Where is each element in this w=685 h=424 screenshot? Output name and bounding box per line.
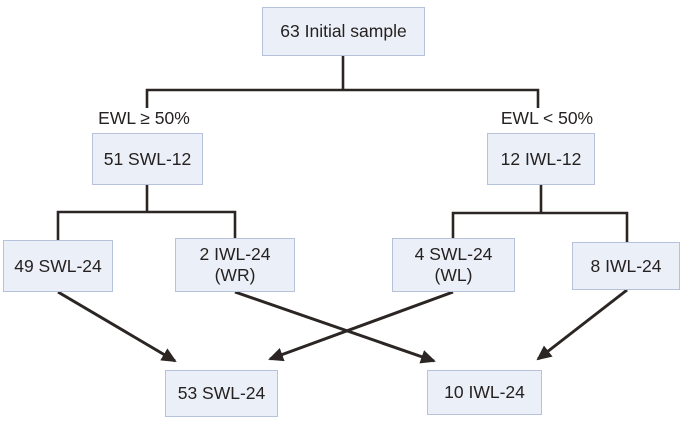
node-label: 4 SWL-24 [414, 244, 493, 265]
node-label: 49 SWL-24 [14, 255, 102, 276]
node-sublabel: (WL) [434, 265, 473, 285]
node-initial-sample: 63 Initial sample [262, 7, 425, 56]
arrow-4swl24-to-53swl24 [268, 290, 454, 362]
node-49-swl-24: 49 SWL-24 [3, 240, 113, 292]
arrow-2iwl24-to-10iwl24 [234, 290, 436, 364]
node-label: 8 IWL-24 [590, 255, 662, 276]
node-label: 12 IWL-12 [500, 148, 582, 169]
connector-right-tee [451, 185, 629, 242]
node-8-iwl-24: 8 IWL-24 [572, 242, 680, 290]
branch-label-ewl-lt-50: EWL < 50% [500, 108, 594, 128]
node-10-iwl-24: 10 IWL-24 [427, 370, 542, 415]
node-sublabel: (WR) [214, 265, 256, 285]
node-51-swl-12: 51 SWL-12 [92, 133, 203, 185]
node-label: 10 IWL-24 [444, 382, 525, 403]
node-53-swl-24: 53 SWL-24 [165, 370, 278, 417]
node-4-swl-24-wl: 4 SWL-24 (WL) [392, 238, 515, 292]
node-label: 53 SWL-24 [177, 383, 266, 404]
node-label: 51 SWL-12 [103, 148, 192, 169]
node-label: 2 IWL-24 [199, 244, 271, 265]
branch-label-ewl-ge-50: EWL ≥ 50% [98, 108, 190, 128]
node-2-iwl-24-wr: 2 IWL-24 (WR) [175, 238, 295, 292]
arrow-8iwl24-to-10iwl24 [536, 288, 628, 361]
connector-split-bar [145, 88, 540, 108]
node-label: 63 Initial sample [280, 21, 407, 42]
connector-left-tee [56, 185, 237, 240]
arrow-49swl24-to-53swl24 [57, 290, 177, 363]
node-12-iwl-12: 12 IWL-12 [487, 133, 595, 185]
